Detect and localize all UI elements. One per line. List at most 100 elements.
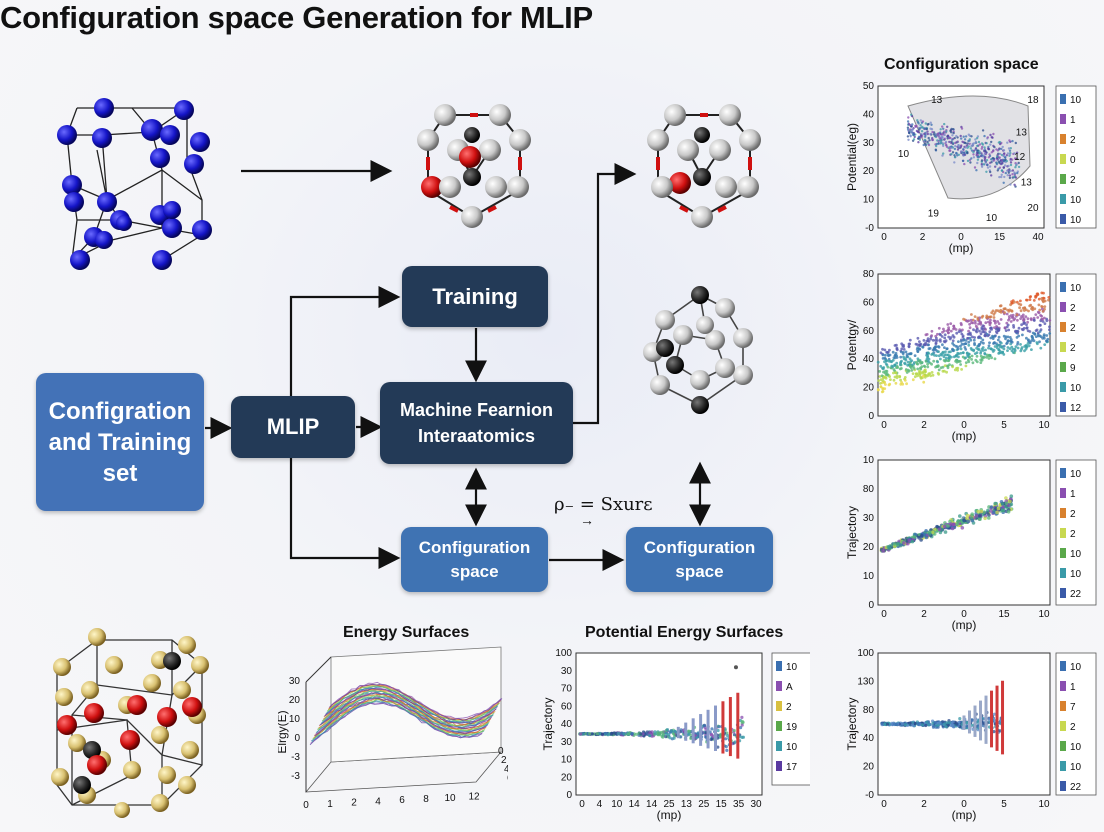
x-tick-label: 2 xyxy=(921,799,927,810)
data-point xyxy=(942,130,946,133)
data-point xyxy=(935,144,938,148)
data-point xyxy=(902,541,906,545)
data-point xyxy=(1008,176,1012,180)
data-point xyxy=(936,364,940,368)
data-point xyxy=(1008,153,1012,156)
data-point xyxy=(930,353,934,356)
data-point xyxy=(1038,330,1042,333)
data-point xyxy=(634,732,638,736)
data-point xyxy=(1022,326,1026,330)
data-point xyxy=(970,358,973,361)
data-point xyxy=(989,143,992,146)
legend-swatch xyxy=(1060,468,1066,478)
x-tick-label: 5 xyxy=(1001,799,1007,810)
data-point xyxy=(930,329,934,333)
data-point xyxy=(740,723,744,727)
data-point xyxy=(912,138,916,141)
data-point xyxy=(1010,340,1014,344)
data-point xyxy=(689,736,693,740)
data-point xyxy=(622,732,626,736)
data-point xyxy=(1017,161,1020,165)
data-point xyxy=(588,732,592,736)
x-tick-label: 25 xyxy=(698,799,710,810)
data-point xyxy=(959,344,962,348)
data-point xyxy=(894,381,898,385)
data-point xyxy=(957,355,960,359)
data-point xyxy=(988,330,992,334)
data-point xyxy=(908,338,912,342)
data-point xyxy=(970,157,973,160)
data-point xyxy=(944,350,947,354)
x-tick-label: 5 xyxy=(1001,420,1007,431)
data-point xyxy=(1006,141,1009,144)
data-point xyxy=(1032,339,1036,343)
data-point xyxy=(990,140,993,144)
x-tick-label: 35 xyxy=(733,799,745,810)
data-point xyxy=(881,376,885,380)
plot-frame xyxy=(877,459,1051,606)
data-point xyxy=(946,524,950,528)
data-point xyxy=(970,135,973,138)
data-point xyxy=(1009,147,1012,150)
legend-swatch xyxy=(1060,194,1066,204)
data-point xyxy=(938,332,942,336)
data-point xyxy=(1027,344,1031,348)
data-point xyxy=(936,339,939,342)
data-point xyxy=(1004,171,1007,175)
data-point xyxy=(990,158,993,161)
data-point xyxy=(963,162,966,166)
data-point xyxy=(1006,174,1009,177)
data-point xyxy=(997,329,1000,332)
data-point xyxy=(978,514,982,518)
data-point xyxy=(590,732,595,736)
data-point xyxy=(980,165,984,168)
data-point xyxy=(922,364,926,368)
data-point xyxy=(922,140,925,143)
y-axis-label: Trajectory xyxy=(845,506,859,559)
data-point xyxy=(987,717,991,721)
legend-swatch xyxy=(1060,114,1066,124)
data-point xyxy=(965,150,968,153)
data-point xyxy=(949,129,952,133)
x-tick-label: 0 xyxy=(961,609,967,620)
data-point xyxy=(1000,147,1003,151)
data-point xyxy=(944,356,948,360)
data-point xyxy=(901,382,905,386)
data-point xyxy=(945,145,949,148)
cage-molecule xyxy=(643,286,753,414)
data-point xyxy=(947,721,951,725)
data-point xyxy=(980,159,984,162)
y-axis-label: Potentgy/ xyxy=(845,319,859,370)
y-tick-label: 0 xyxy=(566,790,572,801)
data-point xyxy=(995,510,999,515)
data-point xyxy=(987,516,991,520)
data-point xyxy=(917,135,921,138)
data-point xyxy=(626,732,631,736)
data-point xyxy=(1010,345,1014,349)
data-point xyxy=(987,156,991,159)
data-point xyxy=(965,516,969,520)
data-point xyxy=(915,124,918,128)
data-point xyxy=(920,130,924,133)
data-point xyxy=(951,151,955,154)
data-point xyxy=(972,338,976,342)
data-point xyxy=(914,372,918,376)
page-title: Configuration space Generation for MLIP xyxy=(0,0,593,35)
data-point xyxy=(902,343,905,347)
data-point xyxy=(1017,334,1021,338)
legend-swatch xyxy=(776,681,782,691)
data-point xyxy=(960,526,965,530)
data-point xyxy=(1031,336,1034,340)
data-point xyxy=(951,138,954,141)
data-point xyxy=(980,154,983,157)
y-tick-label: 20 xyxy=(863,383,875,394)
data-point xyxy=(933,720,937,725)
data-point xyxy=(1004,501,1009,505)
x-tick-label: 0 xyxy=(961,420,967,431)
x-tick-label: 30 xyxy=(750,799,762,810)
y-tick-label: 20 xyxy=(863,542,875,553)
legend-swatch xyxy=(1060,154,1066,164)
y-tick-label: 20 xyxy=(863,762,875,773)
annotation-label: 10 xyxy=(898,149,910,160)
data-point xyxy=(1035,341,1039,344)
